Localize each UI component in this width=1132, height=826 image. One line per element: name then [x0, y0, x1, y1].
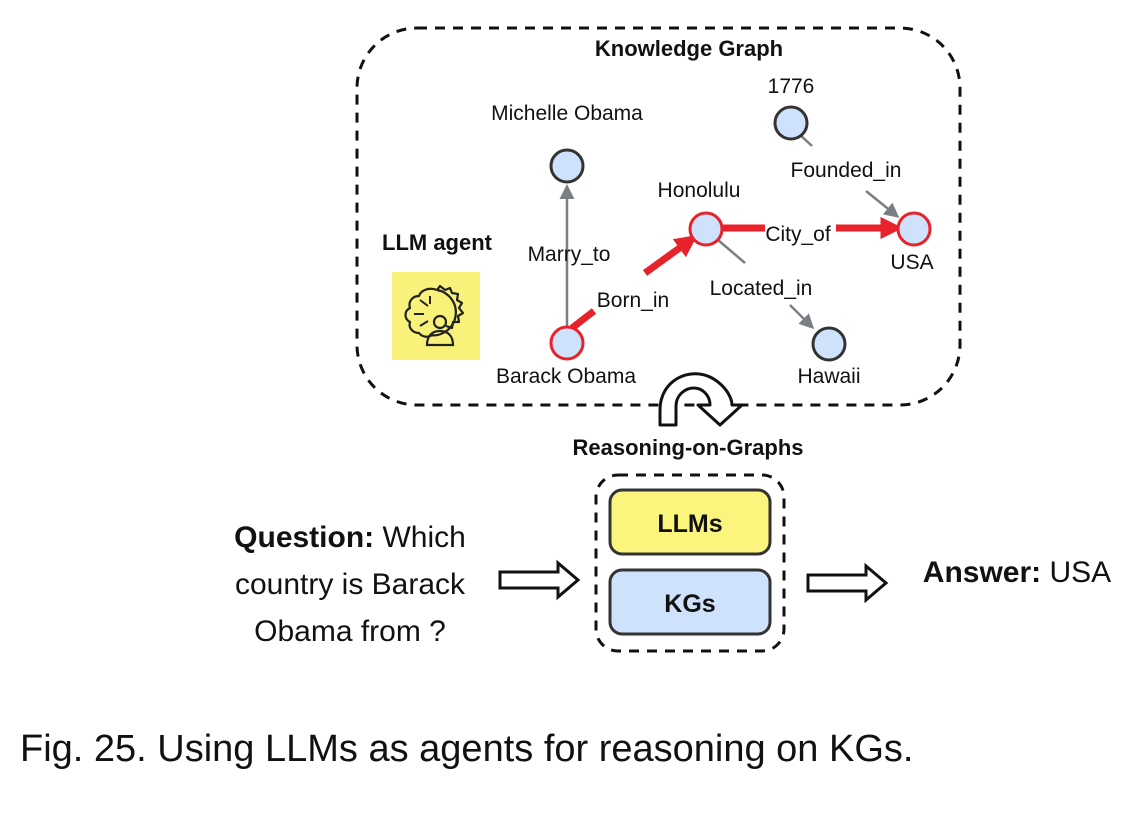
edge-label-marry-to: Marry_to	[528, 243, 611, 266]
question-text: Question: Which	[234, 521, 466, 554]
node-1776	[773, 105, 809, 141]
input-arrow-icon	[498, 559, 581, 601]
knowledge-graph-title: Knowledge Graph	[595, 36, 783, 61]
llm-agent-icon	[392, 272, 480, 360]
edge-label-located-in: Located_in	[710, 277, 813, 300]
edge-located-in-lower	[789, 304, 815, 330]
kgs-box-label: KGs	[664, 590, 715, 618]
cycle-arrow-icon	[658, 372, 744, 427]
llms-box	[608, 488, 772, 556]
node-usa	[896, 211, 932, 247]
edge-label-city-of: City_of	[765, 223, 831, 246]
edge-located-in	[717, 239, 746, 264]
answer-value: USA	[1041, 556, 1111, 589]
question-line-3: Obama from ?	[254, 615, 446, 648]
reasoning-on-graphs-diagram: Knowledge Graph Marry_to Born_in City_of…	[234, 26, 1111, 653]
answer-prefix: Answer:	[923, 556, 1041, 589]
node-label-honolulu: Honolulu	[658, 179, 741, 202]
question-prefix: Question:	[234, 521, 374, 554]
node-michelle-obama	[549, 148, 585, 184]
node-honolulu	[688, 211, 724, 247]
question-line-1: Which	[374, 521, 466, 554]
figure-caption: Fig. 25. Using LLMs as agents for reason…	[20, 728, 914, 770]
question-line-2: country is Barack	[235, 568, 466, 601]
output-arrow-icon	[806, 562, 889, 604]
edge-label-born-in: Born_in	[597, 289, 669, 312]
edge-label-founded-in: Founded_in	[791, 159, 902, 182]
node-label-michelle-obama: Michelle Obama	[491, 102, 643, 125]
knowledge-graph-frame	[355, 26, 962, 407]
node-label-1776: 1776	[768, 75, 815, 98]
answer-text: Answer: USA	[923, 556, 1111, 589]
kgs-box	[608, 568, 772, 636]
llms-box-label: LLMs	[657, 510, 722, 538]
llm-agent-label: LLM agent	[382, 230, 493, 255]
reasoning-on-graphs-label: Reasoning-on-Graphs	[572, 435, 803, 460]
node-label-barack-obama: Barack Obama	[496, 365, 636, 388]
edge-born-in	[569, 308, 597, 331]
node-hawaii	[811, 326, 847, 362]
node-barack-obama	[549, 325, 585, 361]
node-label-hawaii: Hawaii	[797, 365, 860, 388]
edge-founded-in-lower	[865, 190, 900, 218]
method-frame	[594, 473, 786, 653]
edge-born-in-upper	[642, 235, 698, 276]
node-label-usa: USA	[890, 251, 933, 274]
